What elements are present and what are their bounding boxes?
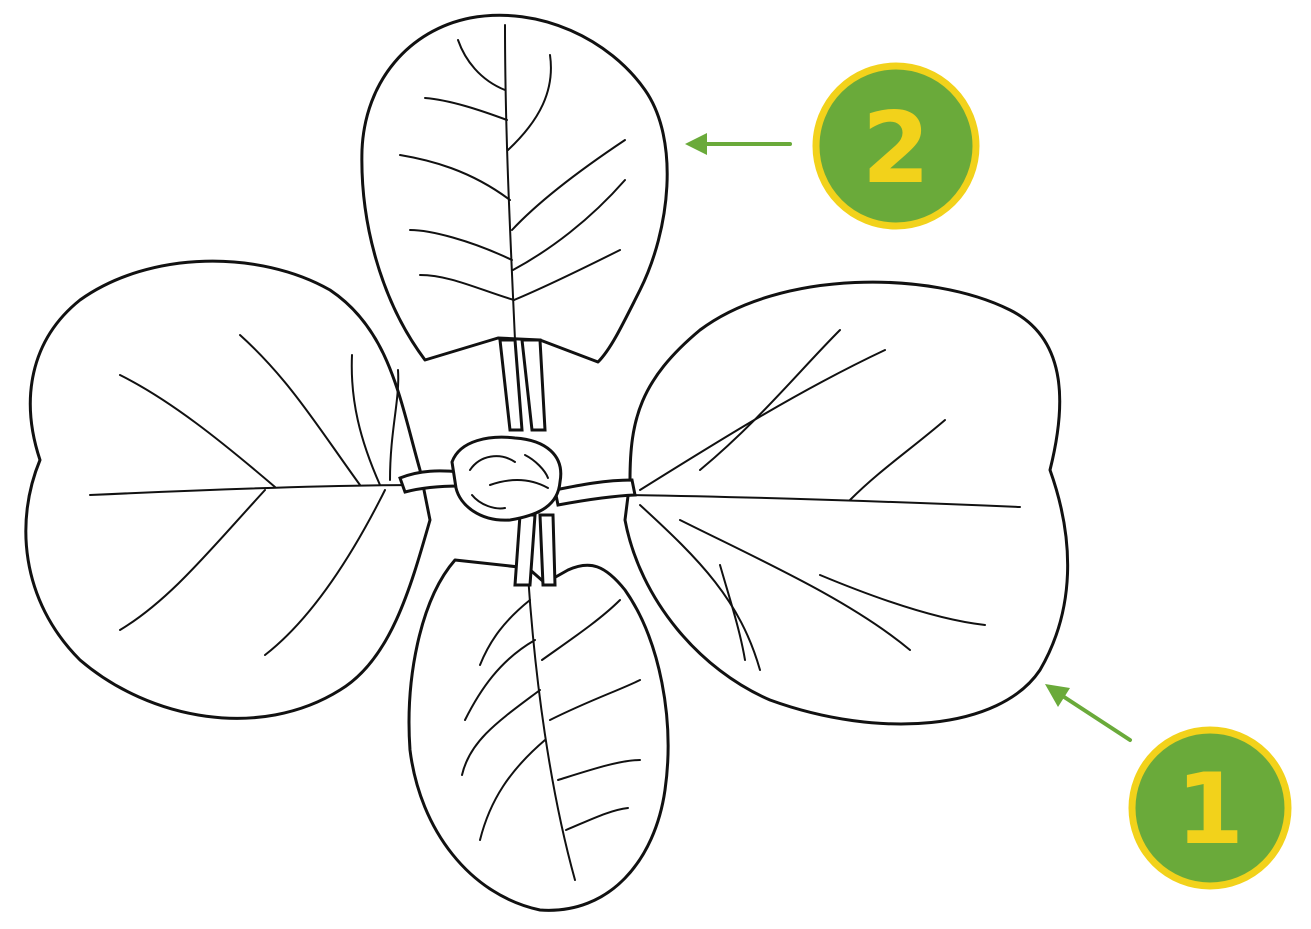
callout-label-2: 2 bbox=[862, 92, 930, 206]
callout-badge-1: 1 bbox=[1132, 730, 1288, 886]
left-cotyledon bbox=[26, 261, 430, 718]
callout-badge-2: 2 bbox=[816, 66, 976, 226]
callout-label-1: 1 bbox=[1176, 753, 1244, 867]
callout-arrow-2 bbox=[685, 133, 790, 155]
right-cotyledon bbox=[625, 282, 1068, 724]
callout-arrow-1 bbox=[1045, 684, 1130, 740]
central-bud bbox=[452, 437, 561, 520]
bottom-true-leaf bbox=[409, 560, 668, 910]
top-true-leaf bbox=[362, 15, 667, 362]
